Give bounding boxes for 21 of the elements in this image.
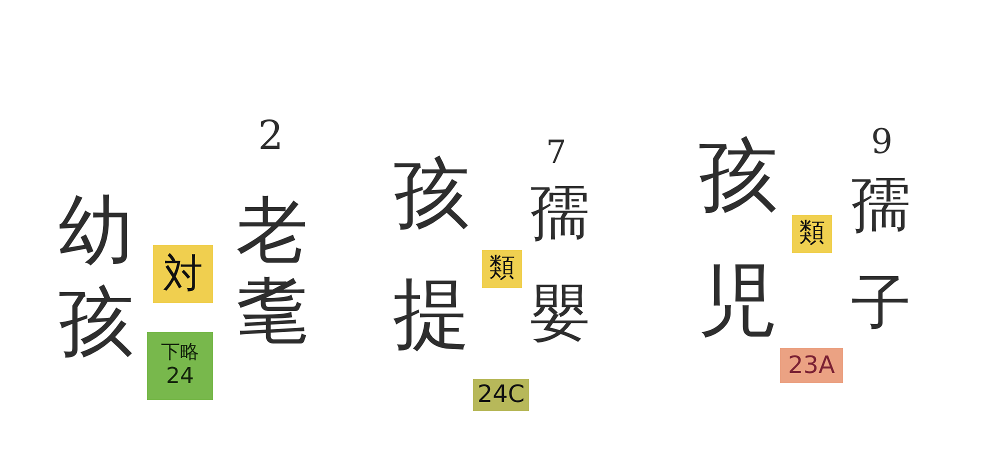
vertical-word: 老耄 — [236, 190, 308, 352]
relation-mark: 類 — [489, 254, 515, 284]
page-number: 23A — [788, 352, 835, 380]
page-number: 24 — [166, 364, 194, 390]
vertical-word: 幼孩 — [58, 185, 134, 368]
page-tag — [147, 332, 213, 400]
entry-number: 2 — [258, 112, 284, 160]
vertical-word: 孺嬰 — [530, 178, 590, 350]
entry-number: 9 — [871, 122, 893, 163]
relation-mark: 類 — [799, 219, 825, 249]
vertical-word: 孩児 — [698, 128, 778, 349]
relation-tag — [792, 215, 832, 253]
relation-mark: 対 — [163, 251, 203, 297]
relation-tag — [482, 250, 522, 288]
vertical-word: 孩提 — [393, 149, 470, 362]
page-number: 24C — [477, 381, 525, 409]
entry-number: 7 — [546, 133, 566, 172]
page-tag — [780, 348, 843, 383]
omission-note: 下略 — [161, 342, 199, 364]
relation-tag — [153, 245, 213, 303]
vertical-word: 孺子 — [851, 170, 911, 340]
